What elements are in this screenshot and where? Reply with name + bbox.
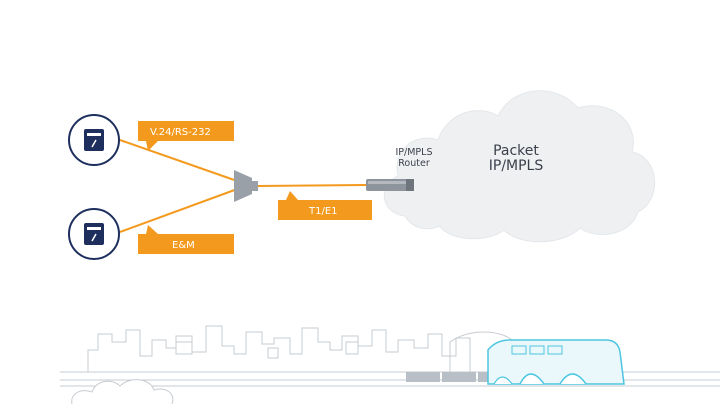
serial-link-label: V.24/RS-232 bbox=[150, 127, 211, 138]
link-device2-mux bbox=[119, 187, 241, 233]
links bbox=[119, 139, 367, 233]
foreground-cloud-outline bbox=[71, 379, 174, 404]
cloud-label-line2: IP/MPLS bbox=[489, 158, 544, 174]
terminal-device-icon bbox=[68, 114, 120, 166]
cloud-label-line1: Packet bbox=[493, 143, 539, 159]
serial-link-tag: V.24/RS-232 bbox=[138, 121, 234, 151]
voice-link-tag: E&M bbox=[138, 225, 234, 254]
trunk-link-tag: T1/E1 bbox=[278, 191, 372, 220]
voice-link-label: E&M bbox=[172, 240, 195, 251]
voice-device-icon bbox=[68, 208, 120, 260]
link-device1-mux bbox=[119, 139, 241, 183]
trunk-link-label: T1/E1 bbox=[308, 206, 338, 217]
link-mux-router bbox=[257, 184, 367, 187]
multiplexer-icon bbox=[234, 170, 258, 202]
packet-cloud-icon bbox=[383, 90, 655, 243]
router-label-line2: Router bbox=[398, 158, 430, 169]
router-icon bbox=[366, 179, 414, 191]
router-label-line1: IP/MPLS bbox=[396, 147, 433, 158]
tram-illustration bbox=[406, 339, 625, 385]
